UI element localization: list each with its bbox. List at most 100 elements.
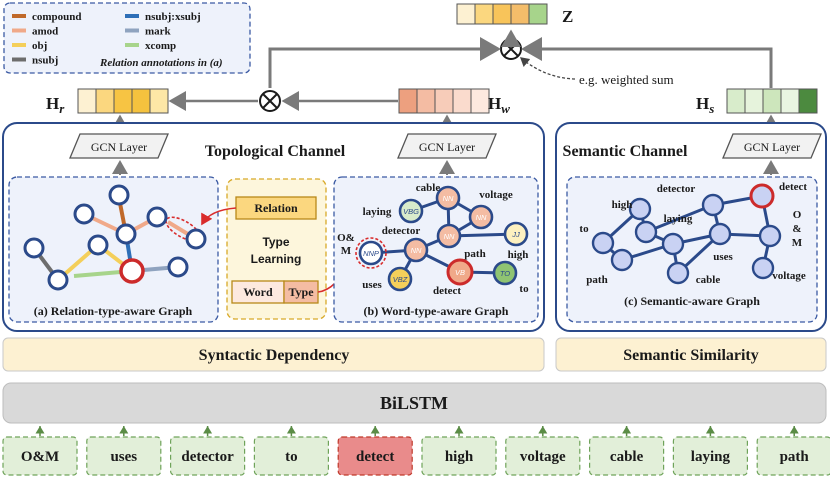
- svg-text:cable: cable: [696, 274, 721, 286]
- token-row: O&M uses detector to detect high voltage cable l…: [2, 426, 830, 476]
- hw-label: Hw: [488, 94, 510, 116]
- token-label: to: [285, 449, 298, 465]
- hw-vector: Hw: [398, 88, 510, 116]
- legend-label: xcomp: [145, 40, 176, 52]
- legend-caption: Relation annotations in (a): [99, 57, 223, 69]
- token-2: detector: [170, 426, 246, 476]
- panel-b-caption: (b) Word-type-aware Graph: [364, 304, 509, 318]
- topological-channel-title: Topological Channel: [205, 143, 346, 160]
- hs-vector: Hs: [696, 88, 818, 116]
- gcn-layer-a: GCN Layer: [69, 133, 169, 159]
- svg-text:uses: uses: [713, 251, 733, 263]
- token-label: laying: [691, 449, 731, 465]
- token-1: uses: [86, 426, 162, 476]
- syntactic-dependency-label: Syntactic Dependency: [199, 347, 350, 364]
- relation-arrow: [201, 207, 237, 226]
- svg-text:NN: NN: [443, 194, 454, 203]
- svg-text:JJ: JJ: [511, 230, 520, 239]
- arrow-sem-to-combine: [521, 37, 773, 88]
- token-6: voltage: [505, 426, 581, 476]
- relation-graph-nodes: [23, 184, 207, 291]
- svg-text:O&: O&: [337, 232, 355, 244]
- gcn-layer-c: GCN Layer: [722, 133, 822, 159]
- vector-cell: [434, 88, 454, 114]
- svg-text:TO: TO: [500, 269, 510, 278]
- svg-text:M: M: [792, 237, 803, 249]
- hr-label: Hr: [46, 94, 65, 116]
- token-8: laying: [672, 426, 749, 476]
- svg-text:path: path: [464, 248, 485, 260]
- token-9: path: [756, 426, 830, 476]
- vector-cell: [456, 3, 476, 25]
- token-5: high: [421, 426, 497, 476]
- vector-cell: [798, 88, 818, 114]
- svg-text:NN: NN: [476, 213, 487, 222]
- output-vector-z: Z: [456, 3, 573, 26]
- type-learning-title-2: Learning: [251, 252, 302, 266]
- svg-text:detector: detector: [382, 225, 421, 237]
- svg-text:O: O: [793, 209, 802, 221]
- svg-text:detector: detector: [657, 183, 696, 195]
- svg-text:M: M: [341, 245, 352, 257]
- arrow-topo-to-combine: [268, 37, 501, 88]
- svg-text:GCN Layer: GCN Layer: [419, 140, 475, 154]
- svg-text:voltage: voltage: [479, 189, 513, 201]
- vector-cell: [416, 88, 436, 114]
- svg-text:laying: laying: [363, 206, 392, 218]
- vector-cell: [113, 88, 133, 114]
- legend-label: compound: [32, 11, 82, 23]
- vector-cell: [474, 3, 494, 25]
- vector-cell: [528, 3, 548, 25]
- svg-text:uses: uses: [362, 279, 382, 291]
- weighted-sum-pointer: [520, 57, 576, 80]
- legend-label: nsubj:xsubj: [145, 11, 201, 23]
- vector-cell: [744, 88, 764, 114]
- hs-label: Hs: [696, 94, 714, 116]
- vector-cell: [77, 88, 97, 114]
- word-label: Word: [243, 285, 273, 299]
- word-graph-tags: NN NN VBG NN NN JJ NNP VBZ VB TO: [363, 194, 520, 284]
- token-label: cable: [610, 449, 644, 465]
- topo-combine-operator: [259, 90, 281, 112]
- token-label: detect: [356, 449, 394, 465]
- svg-text:VB: VB: [455, 268, 465, 277]
- svg-text:laying: laying: [664, 213, 693, 225]
- svg-text:VBZ: VBZ: [393, 275, 408, 284]
- vector-cell: [452, 88, 472, 114]
- legend-label: mark: [145, 26, 172, 38]
- token-label: high: [445, 449, 474, 465]
- token-0: O&M: [2, 426, 78, 476]
- nnp-highlight: [355, 237, 387, 269]
- token-label: voltage: [520, 449, 566, 465]
- legend-label: obj: [32, 40, 47, 52]
- panel-c-semantic-graph: [566, 176, 818, 323]
- vector-cell: [492, 3, 512, 25]
- semantic-similarity-band: [555, 337, 827, 372]
- panel-a-caption: (a) Relation-type-aware Graph: [34, 304, 193, 318]
- svg-text:to: to: [579, 223, 589, 235]
- token-7: cable: [588, 426, 665, 476]
- svg-text:&: &: [792, 223, 801, 235]
- svg-text:GCN Layer: GCN Layer: [744, 140, 800, 154]
- output-label: Z: [562, 7, 573, 26]
- svg-text:voltage: voltage: [772, 270, 806, 282]
- token-3: to: [253, 426, 329, 476]
- svg-text:cable: cable: [416, 182, 441, 194]
- legend-box: [3, 2, 251, 74]
- svg-text:to: to: [519, 283, 529, 295]
- legend-label: amod: [32, 26, 58, 38]
- syntactic-dependency-band: [2, 337, 545, 372]
- type-learning-title-1: Type: [262, 235, 289, 249]
- svg-text:high: high: [508, 249, 529, 261]
- token-label: uses: [110, 449, 137, 465]
- semantic-similarity-label: Semantic Similarity: [623, 347, 759, 364]
- type-label: Type: [288, 285, 314, 299]
- token-label: detector: [181, 449, 234, 465]
- panel-c-caption: (c) Semantic-aware Graph: [624, 294, 760, 308]
- svg-text:detect: detect: [779, 181, 807, 193]
- vector-cell: [149, 88, 169, 114]
- token-label: path: [780, 449, 810, 465]
- svg-text:GCN Layer: GCN Layer: [91, 140, 147, 154]
- bilstm-label: BiLSTM: [380, 393, 448, 413]
- token-4: detect: [337, 426, 413, 476]
